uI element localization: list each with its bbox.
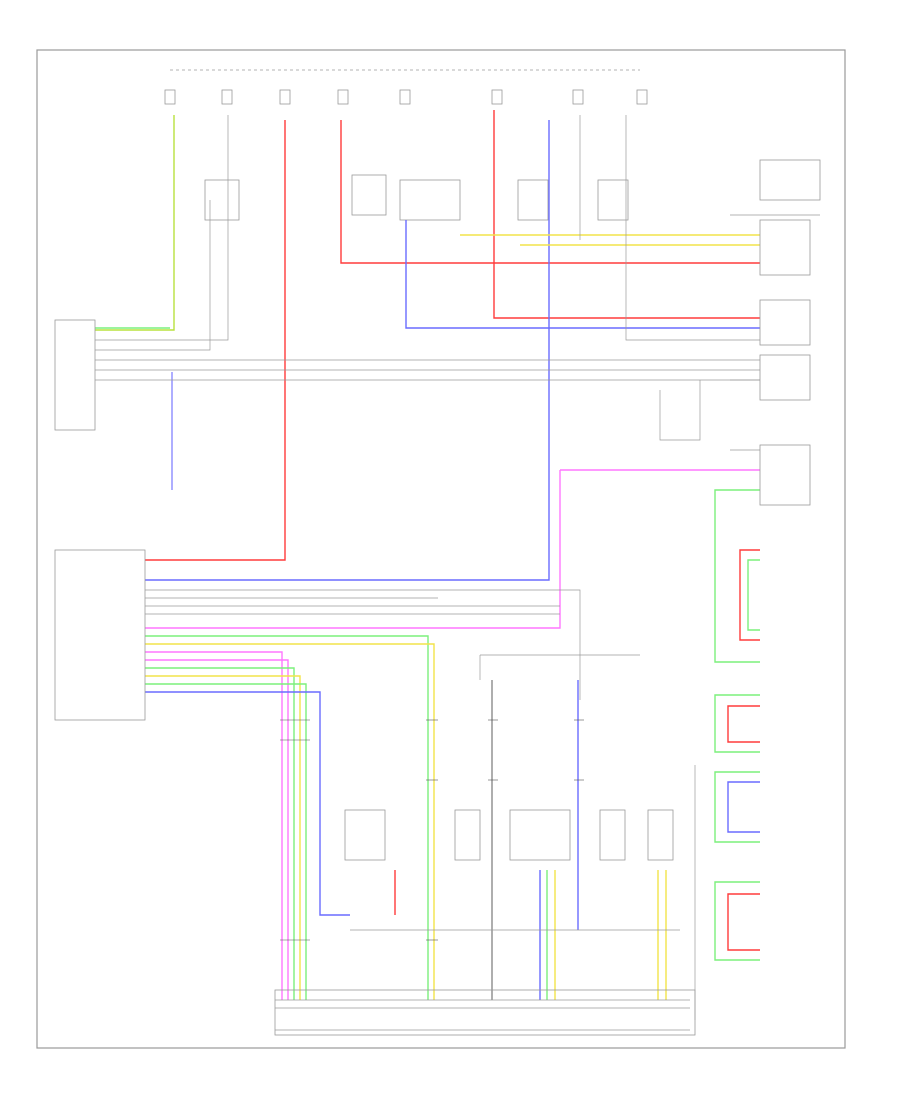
wire-green-bundle-3 [140, 683, 307, 1000]
right-ecu-3 [759, 299, 811, 346]
right-ecu-5 [759, 444, 811, 506]
module-3 [509, 809, 571, 861]
wire-red-main [140, 120, 286, 561]
wire-green-yellow-left [90, 115, 175, 331]
wire-blue-loop-4 [727, 781, 760, 833]
diagram-border [36, 49, 846, 1049]
wire-yellow-bundle-2 [140, 675, 301, 1000]
wire-blue-long [140, 120, 550, 581]
component-boxes [54, 159, 821, 1036]
connector-ticks [280, 719, 584, 941]
module-5 [647, 809, 674, 861]
right-ecu-2 [759, 219, 811, 276]
relay-row [204, 174, 629, 221]
left-ecu-lower [54, 549, 146, 721]
wire-green-loop-4 [714, 771, 760, 843]
wire-red-right [493, 110, 795, 319]
module-1 [344, 809, 386, 861]
wire-group [90, 110, 795, 1000]
right-ecu-4 [759, 354, 811, 401]
wire-red-right-loop-1 [739, 549, 760, 641]
wire-pink-bundle-2 [140, 659, 289, 1000]
wire-green-right-loop [714, 489, 760, 663]
wire-green-bundle-1 [140, 635, 429, 1000]
wire-pink-bundle-1 [140, 651, 283, 1000]
wire-green-loop-3 [714, 694, 760, 753]
wire-pink-long [140, 470, 561, 629]
module-4 [599, 809, 626, 861]
wire-yellow-bundle-1 [140, 643, 435, 1000]
wire-red-loop-5 [727, 893, 760, 951]
top-fuse-row [164, 69, 648, 105]
junction-bar [274, 989, 696, 1036]
wire-blue-top [405, 220, 795, 329]
wire-green-bundle-2 [140, 667, 295, 1000]
wire-blue-bundle [140, 691, 350, 916]
gray-wires [90, 115, 820, 1031]
wire-red-loop-3 [727, 705, 760, 743]
wire-green-right-loop-2 [747, 559, 760, 631]
left-ecu-upper [54, 319, 96, 431]
wire-green-loop-5 [714, 881, 760, 961]
module-2 [454, 809, 481, 861]
right-ecu-1 [759, 159, 821, 201]
wire-red-second [340, 120, 795, 264]
